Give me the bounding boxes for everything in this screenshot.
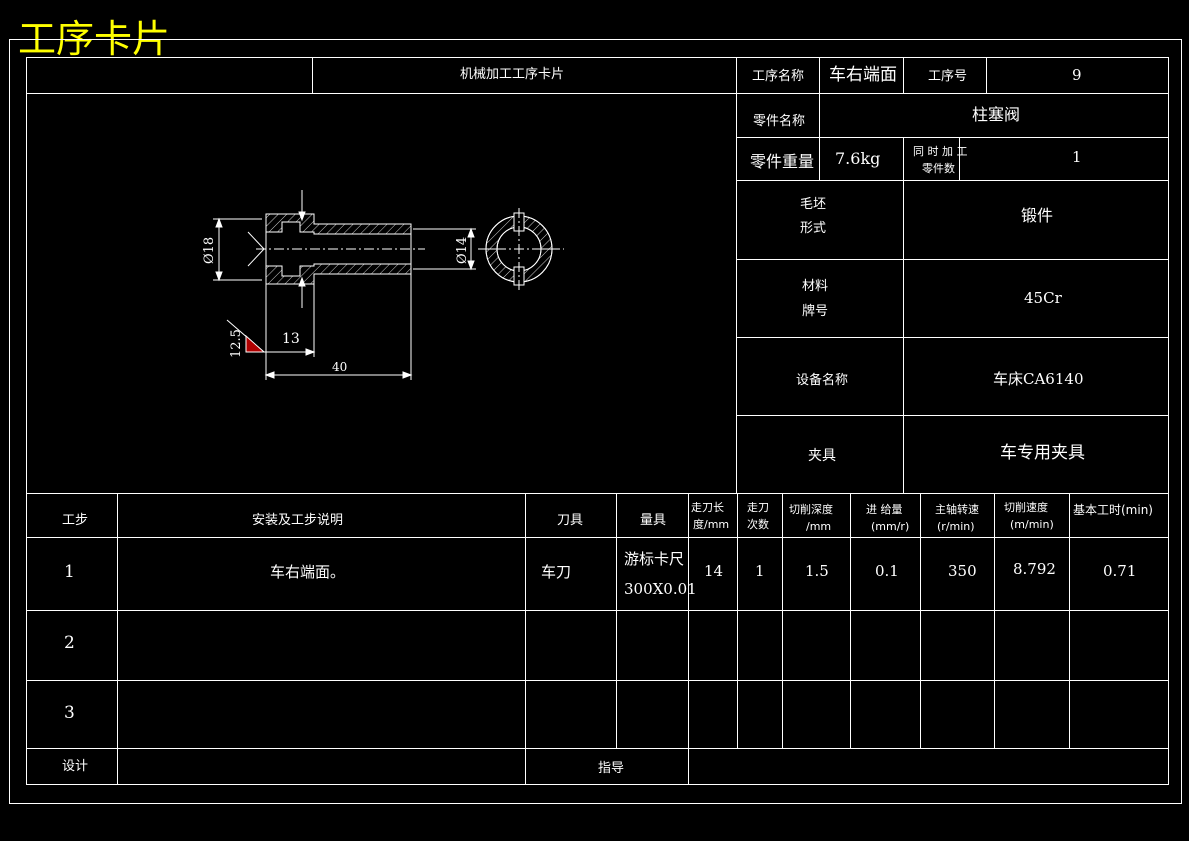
header-vc-2: (m/min): [1010, 518, 1054, 531]
process-name-value: 车右端面: [829, 65, 897, 85]
simul-label-2: 零件数: [922, 162, 955, 175]
header-feed-1: 进 给量: [866, 503, 903, 516]
row1-tool: 车刀: [541, 563, 572, 581]
row2-step: 2: [64, 633, 75, 653]
card-name: 机械加工工序卡片: [460, 67, 565, 82]
process-no-value: 9: [1072, 66, 1082, 84]
row3-step: 3: [64, 703, 75, 723]
dim-dia18: Ø18: [202, 236, 217, 264]
process-name-label: 工序名称: [752, 69, 805, 84]
header-passes-1: 走刀: [747, 501, 769, 514]
dim-13: 13: [282, 331, 300, 347]
blank-label-2: 形式: [800, 221, 827, 236]
material-label-1: 材料: [802, 279, 829, 294]
row1-time: 0.71: [1103, 562, 1137, 580]
row1-desc: 车右端面。: [270, 563, 346, 581]
header-step: 工步: [62, 513, 89, 528]
fixture-value: 车专用夹具: [1000, 443, 1085, 463]
blank-label-1: 毛坯: [800, 197, 827, 212]
process-no-label: 工序号: [928, 69, 968, 84]
part-weight-value: 7.6kg: [835, 149, 881, 168]
material-value: 45Cr: [1024, 289, 1062, 307]
dim-40: 40: [332, 360, 348, 374]
header-depth-1: 切削深度: [789, 503, 833, 516]
header-travel-2: 度/mm: [693, 518, 730, 531]
equipment-value: 车床CA6140: [993, 370, 1084, 388]
row1-depth: 1.5: [805, 562, 829, 580]
row1-travel: 14: [704, 562, 724, 580]
fixture-label: 夹具: [808, 448, 836, 464]
header-tool: 刀具: [557, 513, 584, 528]
part-weight-label: 零件重量: [750, 152, 815, 171]
header-feed-2: (mm/r): [871, 520, 910, 533]
row1-step: 1: [64, 562, 75, 582]
header-speed-2: (r/min): [937, 520, 975, 533]
part-name-label: 零件名称: [753, 114, 806, 129]
header-gauge: 量具: [640, 513, 667, 528]
header-time: 基本工时(min): [1073, 503, 1153, 517]
header-passes-2: 次数: [747, 518, 769, 531]
equipment-label: 设备名称: [796, 373, 849, 388]
row1-gauge-1: 游标卡尺: [624, 550, 685, 568]
row1-gauge-2: 300X0.01: [624, 580, 697, 598]
row1-vc: 8.792: [1013, 560, 1056, 578]
material-label-2: 牌号: [802, 304, 829, 319]
row1-passes: 1: [755, 562, 765, 580]
row1-speed: 350: [948, 562, 977, 580]
row1-feed: 0.1: [875, 562, 899, 580]
header-vc-1: 切削速度: [1004, 501, 1048, 514]
design-label: 设计: [62, 759, 89, 774]
part-name-value: 柱塞阀: [972, 105, 1021, 124]
simul-value: 1: [1072, 148, 1082, 166]
roughness-value: 12.5: [229, 329, 244, 358]
simul-label-1: 同 时 加 工: [913, 145, 968, 158]
header-travel-1: 走刀长: [691, 501, 724, 514]
header-depth-2: /mm: [806, 520, 832, 533]
blank-value: 锻件: [1021, 206, 1054, 225]
dim-dia14: Ø14: [455, 236, 470, 264]
header-desc: 安装及工步说明: [252, 513, 344, 528]
guide-label: 指导: [598, 761, 625, 776]
header-speed-1: 主轴转速: [935, 503, 979, 516]
